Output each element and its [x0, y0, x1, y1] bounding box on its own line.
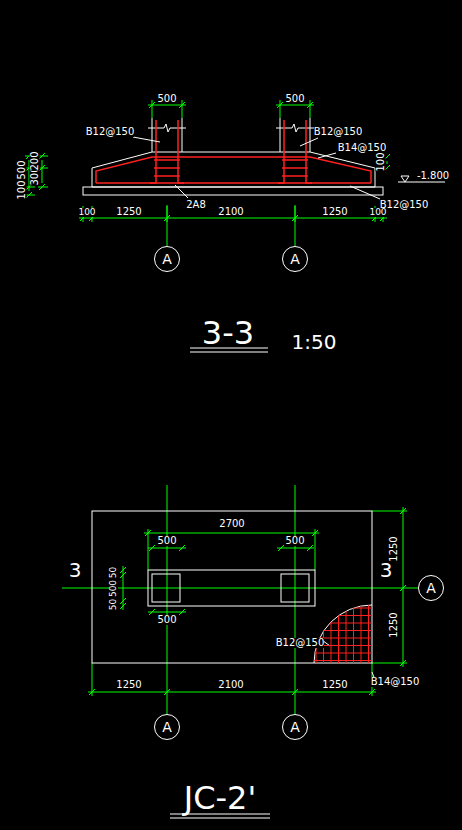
axis-circle: A [282, 714, 308, 740]
drawing-label: 500 [157, 536, 176, 546]
drawing-label: 1250 [116, 207, 141, 217]
drawing-label: 100 [376, 152, 386, 171]
drawing-label: 100 [17, 180, 27, 199]
drawing-label: 1250 [389, 536, 399, 561]
drawing-label: 200 [30, 151, 40, 170]
drawing-label: B14@150 [371, 677, 420, 687]
axis-label: A [162, 720, 172, 734]
drawing-label: 3 [380, 560, 393, 580]
drawing-label: 500 [157, 615, 176, 625]
drawing-label: 500 [285, 536, 304, 546]
drawing-label: 50 [109, 566, 118, 577]
axis-label: A [290, 252, 300, 266]
drawing-label: 3 [69, 560, 82, 580]
axis-circle: A [154, 714, 180, 740]
drawing-label: 1250 [389, 612, 399, 637]
drawing-label: 50 [109, 598, 118, 609]
drawing-label: 2100 [218, 207, 243, 217]
drawing-label: 1250 [322, 207, 347, 217]
drawing-label: 500 [17, 160, 27, 179]
drawing-label: 2A8 [186, 200, 206, 210]
drawing-label: B12@150 [380, 200, 429, 210]
drawing-label: 1250 [116, 680, 141, 690]
axis-circle: A [154, 246, 180, 272]
axis-circle: A [282, 246, 308, 272]
drawing-label: B12@150 [314, 127, 363, 137]
drawing-label: 2700 [219, 519, 244, 529]
drawing-label: B12@150 [86, 127, 135, 137]
axis-label: A [290, 720, 300, 734]
drawing-label: 500 [285, 94, 304, 104]
drawing-label: -1.800 [417, 171, 449, 181]
drawing-label: 100 [78, 208, 95, 217]
drawing-label: 500 [110, 579, 119, 596]
drawing-label: B12@150 [276, 638, 325, 648]
drawing-label: 1:50 [292, 332, 337, 352]
drawing-label: JC-2' [184, 782, 256, 814]
drawing-label: 1250 [322, 680, 347, 690]
drawing-label: 500 [157, 94, 176, 104]
drawing-label: 100 [369, 208, 386, 217]
drawing-label: 3-3 [202, 317, 254, 349]
axis-circle: A [418, 575, 444, 601]
axis-label: A [426, 581, 436, 595]
drawing-label: 2100 [218, 680, 243, 690]
axis-label: A [162, 252, 172, 266]
